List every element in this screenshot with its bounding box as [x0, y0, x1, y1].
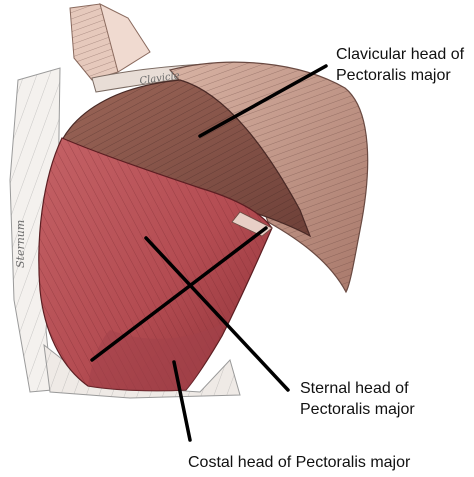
sternal-leader-line	[144, 236, 290, 392]
sternal-label-line2: Pectoralis major	[300, 401, 415, 418]
costal-leader-line	[172, 360, 192, 442]
costal-head-label: Costal head of Pectoralis major	[188, 452, 410, 473]
leader-lines	[90, 64, 328, 442]
sternal-head-upper-line	[90, 226, 268, 362]
neck-muscles	[69, 3, 151, 81]
sternal-label-line1: Sternal head of	[300, 380, 409, 397]
clavicular-label-line1: Clavicular head of	[336, 46, 465, 63]
clavicular-label-line2: Pectoralis major	[336, 67, 451, 84]
sternal-head-label: Sternal head of Pectoralis major	[300, 378, 415, 420]
sternal-costal-head	[38, 137, 273, 392]
costal-label-line1: Costal head of Pectoralis major	[188, 454, 411, 471]
clavicular-leader-line	[198, 64, 328, 138]
clavicular-head-label: Clavicular head of Pectoralis major	[336, 44, 464, 86]
sternum-plate-label: Sternum	[14, 220, 27, 268]
